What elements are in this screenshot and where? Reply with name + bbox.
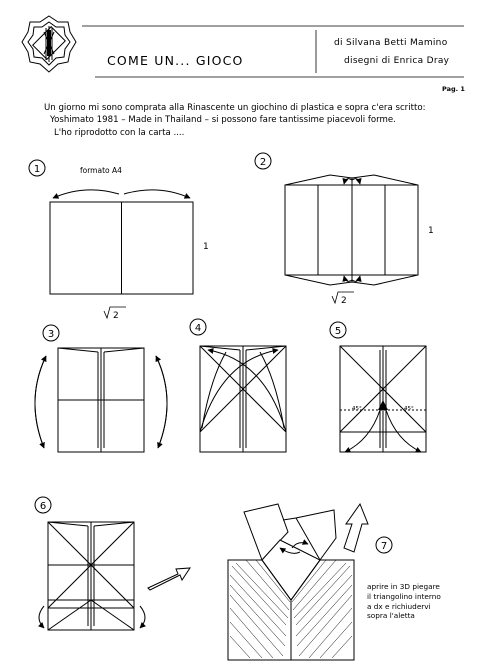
step-1-side-ratio: 1 xyxy=(203,242,209,252)
step-7-diagram: 7 xyxy=(227,502,393,661)
step-2-diagram: 2 1 2 xyxy=(254,152,434,306)
step-6-number: 6 xyxy=(40,501,46,512)
note-line-4: sopra l'aletta xyxy=(367,611,415,621)
step-7-number: 7 xyxy=(381,541,387,552)
note-line-1: aprire in 3D piegare xyxy=(367,582,440,591)
step-2-side-ratio: 1 xyxy=(428,226,434,236)
step-6-diagram: 6 xyxy=(34,496,146,631)
angle-right-label: 45° xyxy=(404,406,414,412)
step-2-bottom-ratio: 2 xyxy=(341,296,347,306)
drawings-credit: disegni di Enrica Dray xyxy=(344,56,450,66)
page-number: Pag. 1 xyxy=(442,85,465,93)
step-1-diagram: 1 formato A4 1 2 xyxy=(28,159,209,321)
intro-text: Un giorno mi sono comprata alla Rinascen… xyxy=(44,102,464,139)
document-title: COME UN... GIOCO xyxy=(107,53,244,68)
step-1-format-label: formato A4 xyxy=(80,166,122,175)
intro-line-3: L'ho riprodotto con la carta .... xyxy=(54,127,185,138)
intro-line-1: Un giorno mi sono comprata alla Rinascen… xyxy=(44,103,426,113)
logo xyxy=(21,15,77,73)
step-3-number: 3 xyxy=(48,329,54,340)
intro-line-2: Yoshimato 1981 – Made in Thailand – si p… xyxy=(50,115,396,126)
step-1-number: 1 xyxy=(34,164,40,175)
author-credit: di Silvana Betti Mamino xyxy=(334,38,448,48)
angle-left-label: 45° xyxy=(352,406,362,412)
step-5-number: 5 xyxy=(335,326,341,337)
open-3d-arrow xyxy=(343,502,369,553)
sqrt-symbol xyxy=(103,306,126,320)
step-3-diagram: 3 xyxy=(34,324,168,453)
step-4-number: 4 xyxy=(195,323,201,334)
note-line-3: a dx e richiudervi xyxy=(367,601,431,611)
step-2-number: 2 xyxy=(260,157,266,168)
step-4-diagram: 4 xyxy=(189,318,287,453)
header-rules xyxy=(82,25,464,78)
step-1-bottom-ratio: 2 xyxy=(113,311,119,321)
step-5-diagram: 5 45° 45° xyxy=(329,321,427,453)
note-line-2: il triangolino interno xyxy=(367,591,441,601)
step-7-note: aprire in 3D piegare il triangolino inte… xyxy=(367,582,441,621)
next-step-arrow xyxy=(147,567,191,591)
